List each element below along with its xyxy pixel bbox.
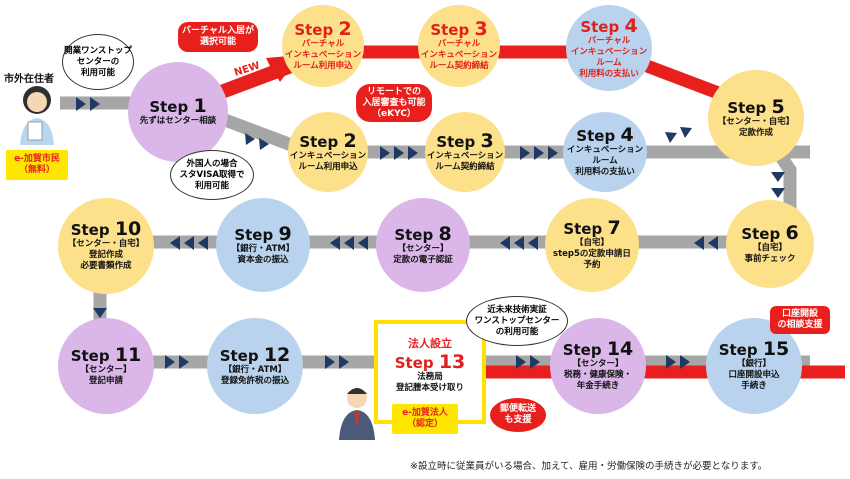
resident-person-icon — [20, 86, 54, 145]
step-12: Step 12 【銀行・ATM】 登録免許税の振込 — [207, 318, 303, 414]
footnote: ※設立時に従業員がいる場合、加えて、雇用・労働保険の手続きが必要となります。 — [410, 461, 768, 472]
cloud-future: 近未来技術実証ワンストップセンターの利用可能 — [466, 296, 568, 346]
step-2-virtual: Step 2 バーチャル インキュベーション ルーム利用申込 — [282, 5, 364, 87]
resident-label: 市外在住者 — [4, 74, 54, 85]
corporate-heading: 法人設立 — [408, 337, 452, 350]
new-arrow — [212, 55, 300, 98]
corporate-person-icon — [339, 388, 375, 440]
step-3-virtual: Step 3 バーチャル インキュベーション ルーム契約締結 — [418, 5, 500, 87]
cloud-visa: 外国人の場合スタVISA取得で利用可能 — [170, 150, 254, 200]
step-13: Step 13 法務局 登記謄本受け取り — [394, 350, 466, 393]
step-6: Step 6 【自宅】 事前チェック — [726, 200, 814, 288]
tag-mail: 郵便転送も支援 — [490, 398, 546, 432]
tag-ekyc: リモートでの入居審査も可能（eKYC） — [356, 84, 432, 122]
cloud-onestop: 開業ワンストップセンターの利用可能 — [62, 34, 134, 90]
step-8: Step 8 【センター】 定款の電子認証 — [376, 198, 470, 292]
step-5: Step 5 【センター・自宅】 定款作成 — [708, 70, 804, 166]
step-2: Step 2 インキュベーション ルーム利用申込 — [288, 112, 368, 192]
step-4: Step 4 インキュベーションルーム 利用料の支払い — [563, 112, 647, 192]
step-7: Step 7 【自宅】 step5の定款申請日 予約 — [545, 198, 639, 292]
step-11: Step 11 【センター】 登記申請 — [58, 318, 154, 414]
step-10: Step 10 【センター・自宅】 登記作成 必要書類作成 — [58, 198, 154, 294]
step-4-virtual: Step 4 バーチャル インキュベーション ルーム 利用料の支払い — [566, 5, 652, 91]
tag-bank: 口座開設の相談支援 — [770, 306, 830, 334]
step-9: Step 9 【銀行・ATM】 資本金の振込 — [216, 198, 310, 292]
step-14: Step 14 【センター】 税務・健康保険・ 年金手続き — [550, 318, 646, 414]
step-1: Step 1 先ずはセンター相談 — [128, 62, 228, 162]
tag-virtual: バーチャル入居が選択可能 — [178, 22, 258, 52]
corporate-badge: e-加賀法人（認定） — [392, 404, 458, 434]
resident-badge: e-加賀市民（無料） — [6, 150, 68, 180]
step-15: Step 15 【銀行】 口座開設申込 手続き — [706, 318, 802, 414]
step-3: Step 3 インキュベーション ルーム契約締結 — [425, 112, 505, 192]
